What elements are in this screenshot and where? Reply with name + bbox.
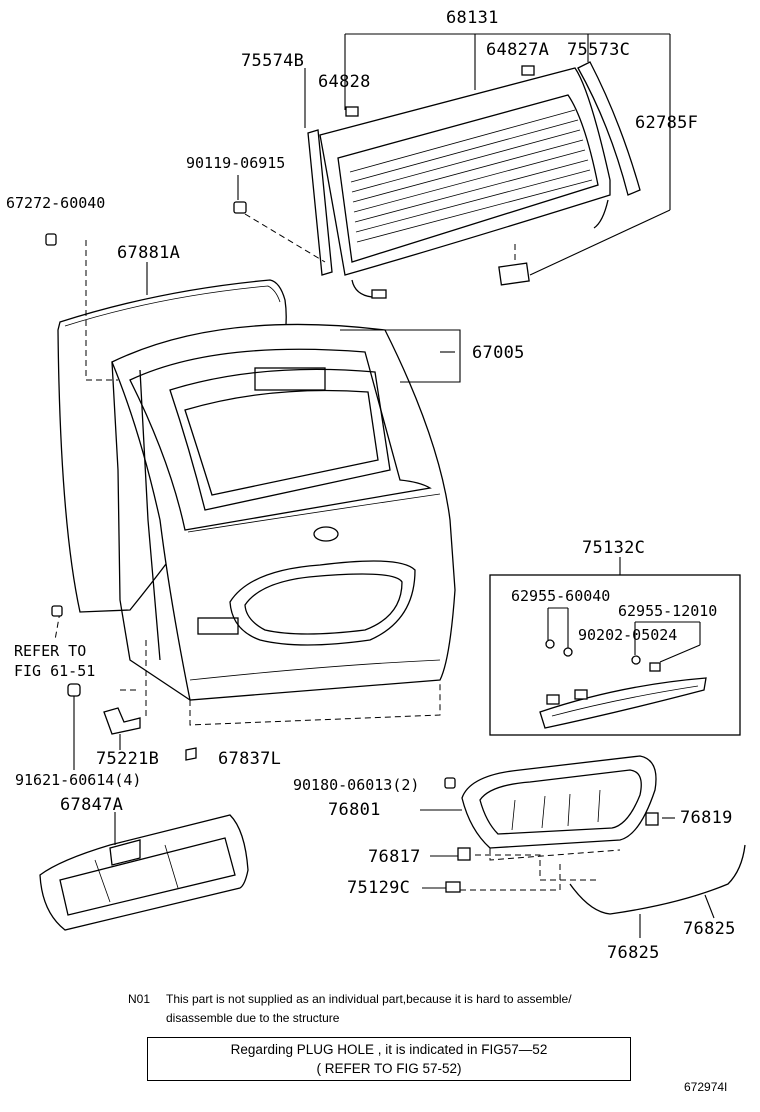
label-76825-lower: 76825 [607, 943, 660, 963]
label-plate [498, 262, 530, 286]
refer-to-line2: FIG 61-51 [14, 662, 95, 680]
glass-harness [351, 279, 373, 298]
cushion-67837l [185, 747, 197, 761]
clip-75129c [445, 881, 461, 893]
door-frame-inner [139, 369, 161, 661]
label-90202: 90202-05024 [578, 626, 677, 644]
glass-connector [371, 289, 387, 299]
note-code: N01 [128, 992, 151, 1006]
box-line1: Regarding PLUG HOLE , it is indicated in… [230, 1042, 548, 1057]
bulb-2 [574, 689, 588, 700]
plug-hole-reference-box: Regarding PLUG HOLE , it is indicated in… [147, 1037, 631, 1081]
refer-to-line1: REFER TO [14, 642, 86, 660]
label-64828: 64828 [318, 72, 371, 92]
stop-lamp-box [489, 574, 741, 736]
label-75573c: 75573C [567, 40, 630, 60]
molding-75574b [307, 129, 333, 276]
back-window-glass [319, 67, 611, 276]
label-76825-right: 76825 [683, 919, 736, 939]
clip-64828 [345, 106, 359, 117]
nut-90202 [631, 655, 641, 665]
nut-91621 [67, 683, 81, 697]
high-mount-stop-lamp [539, 677, 707, 729]
clip-lower-left [51, 605, 63, 617]
note-line1: This part is not supplied as an individu… [166, 992, 572, 1006]
clip-stop [649, 662, 661, 672]
bracket-75221b [103, 707, 141, 735]
clip-76817 [457, 847, 471, 861]
box-line2: ( REFER TO FIG 57-52) [316, 1061, 462, 1076]
label-62785f: 62785F [635, 113, 698, 133]
service-cover-67847a [39, 814, 249, 931]
bulb-1 [546, 694, 560, 705]
note-line2: disassemble due to the structure [166, 1011, 340, 1025]
back-door-garnish [461, 755, 657, 849]
glass-wire [593, 199, 609, 229]
label-91621: 91621-60614(4) [15, 771, 141, 789]
label-62955-12010: 62955-12010 [618, 602, 717, 620]
screw-62955a [545, 639, 555, 649]
label-76819: 76819 [680, 808, 733, 828]
label-67881a: 67881A [117, 243, 180, 263]
screw-62955b [563, 647, 573, 657]
label-75129c: 75129C [347, 878, 410, 898]
label-67005: 67005 [472, 343, 525, 363]
label-68131: 68131 [446, 8, 499, 28]
molding-76825 [569, 844, 746, 915]
label-75574b: 75574B [241, 51, 304, 71]
clip-64827a [521, 65, 535, 76]
label-67847a: 67847A [60, 795, 123, 815]
label-67837l: 67837L [218, 749, 281, 769]
clip-76819 [645, 812, 659, 826]
label-62955-60040: 62955-60040 [511, 587, 610, 605]
label-76801: 76801 [328, 800, 381, 820]
door-frame-side [111, 361, 191, 701]
molding-62785f [577, 61, 641, 196]
label-90119: 90119-06915 [186, 154, 285, 172]
label-75221b: 75221B [96, 749, 159, 769]
screw-90180 [444, 777, 456, 789]
label-67272: 67272-60040 [6, 194, 105, 212]
back-door-panel [111, 323, 456, 701]
figure-id: 672974I [684, 1080, 728, 1094]
label-75132c: 75132C [582, 538, 645, 558]
label-90180: 90180-06013(2) [293, 776, 419, 794]
bolt-90119 [233, 201, 247, 214]
label-76817: 76817 [368, 847, 421, 867]
clip-67272 [45, 233, 57, 246]
label-64827a: 64827A [486, 40, 549, 60]
